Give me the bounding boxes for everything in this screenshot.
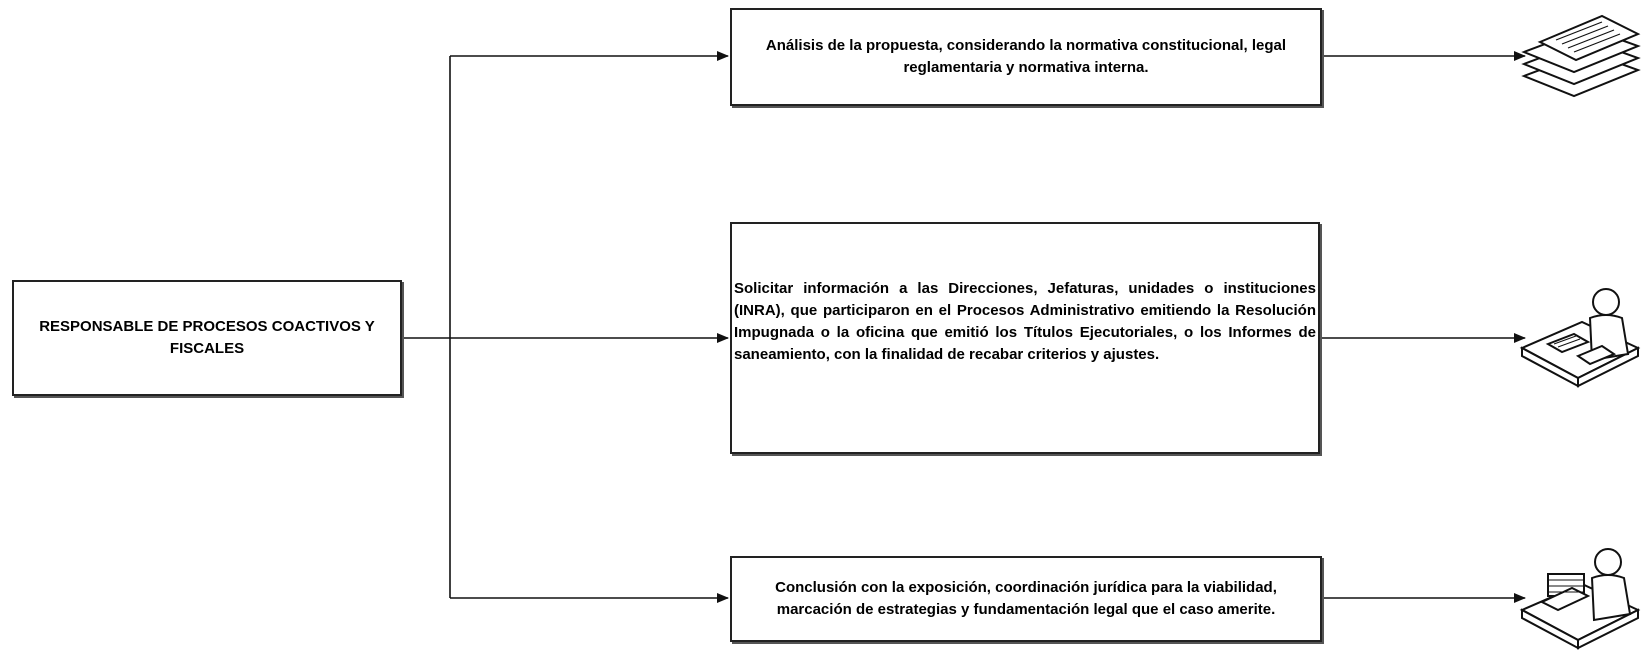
step-box-conclusion: Conclusión con la exposición, coordinaci… [730,556,1322,642]
step-box-analysis: Análisis de la propuesta, considerando l… [730,8,1322,106]
step-box-request-info: Solicitar información a las Direcciones,… [730,222,1320,454]
documents-icon [1521,14,1641,98]
person-at-desk-icon [1519,288,1641,388]
root-process-box: RESPONSABLE DE PROCESOS COACTIVOS Y FISC… [12,280,402,396]
root-label: RESPONSABLE DE PROCESOS COACTIVOS Y FISC… [39,318,375,357]
person-with-files-icon [1519,548,1641,650]
step-text: Análisis de la propuesta, considerando l… [765,37,1287,76]
step-text: Solicitar información a las Direcciones,… [734,280,1316,363]
step-text: Conclusión con la exposición, coordinaci… [775,579,1277,618]
